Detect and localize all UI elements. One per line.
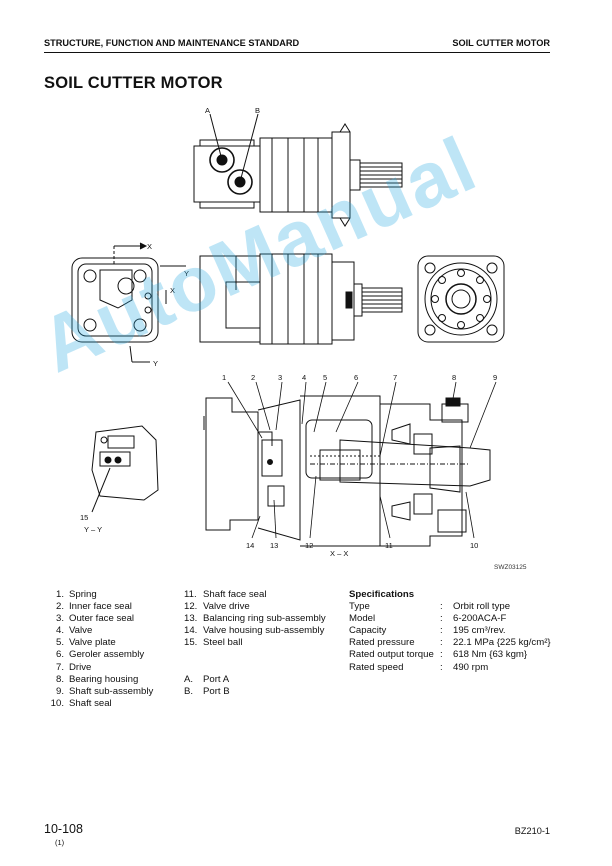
spec-row: Rated pressure:22.1 MPa {225 kg/cm²}	[349, 637, 551, 649]
callout-8: 8	[452, 373, 456, 382]
spec-row: Rated speed:490 rpm	[349, 661, 489, 673]
list-item: 13.Balancing ring sub-assembly	[184, 613, 326, 625]
list-item: 8.Bearing housing	[55, 673, 139, 685]
callout-11: 11	[385, 541, 393, 550]
list-item: 4.Valve	[55, 625, 93, 637]
parts-list-col2: 11.Shaft face seal 12.Valve drive 13.Bal…	[184, 589, 326, 698]
header-chapter-title: SOIL CUTTER MOTOR	[452, 38, 550, 48]
parts-list-col1: 1.Spring 2.Inner face seal 3.Outer face …	[48, 589, 154, 710]
shaft-end-view	[417, 255, 505, 343]
motor-drawing: A B X Y X Y	[71, 106, 527, 571]
page-title: SOIL CUTTER MOTOR	[44, 74, 223, 92]
section-y-label-top: Y	[184, 269, 189, 278]
callout-1: 1	[222, 373, 226, 382]
list-item: 9.Shaft sub-assembly	[55, 685, 154, 697]
section-y-label-bottom: Y	[153, 359, 158, 368]
callout-13: 13	[270, 541, 278, 550]
page-header: STRUCTURE, FUNCTION AND MAINTENANCE STAN…	[44, 38, 550, 53]
page-number: 10-108	[44, 822, 83, 836]
section-yy-view	[91, 425, 159, 513]
spec-row: Capacity:195 cm³/rev.	[349, 625, 506, 637]
drawing-code: SWZ03125	[494, 564, 527, 571]
side-view	[199, 253, 403, 345]
list-item: 3.Outer face seal	[55, 613, 135, 625]
callout-5: 5	[323, 373, 327, 382]
header-section-title: STRUCTURE, FUNCTION AND MAINTENANCE STAN…	[44, 38, 300, 48]
callout-4: 4	[302, 373, 306, 382]
list-item: 1.Spring	[55, 589, 97, 600]
section-yy-label: Y – Y	[84, 525, 102, 534]
list-item: 2.Inner face seal	[55, 601, 132, 613]
list-item: 7.Drive	[55, 661, 92, 673]
spec-row: Model:6-200ACA-F	[349, 613, 507, 625]
port-label-a: A	[205, 106, 210, 115]
port-item-a: A.Port A	[184, 673, 230, 685]
page-revision: (1)	[55, 838, 65, 847]
section-xx-view	[203, 395, 491, 547]
list-item: 6.Geroler assembly	[55, 649, 145, 661]
callout-7: 7	[393, 373, 397, 382]
section-xx-label: X – X	[330, 549, 348, 558]
callout-9: 9	[493, 373, 497, 382]
list-item: 15.Steel ball	[184, 637, 243, 649]
callout-6: 6	[354, 373, 358, 382]
list-item: 14.Valve housing sub-assembly	[184, 625, 325, 637]
port-item-b: B.Port B	[184, 685, 230, 697]
port-label-b: B	[255, 106, 260, 115]
section-x-label-side: X	[170, 286, 175, 295]
callout-2: 2	[251, 373, 255, 382]
callout-14: 14	[246, 541, 254, 550]
list-item: 10.Shaft seal	[50, 697, 112, 709]
list-item: 5.Valve plate	[55, 637, 116, 649]
callout-3: 3	[278, 373, 282, 382]
spec-row: Rated output torque:618 Nm {63 kgm}	[349, 649, 528, 661]
specifications: Specifications Type:Orbit roll type Mode…	[349, 589, 551, 674]
list-item: 11.Shaft face seal	[184, 589, 267, 600]
callout-leaders	[227, 381, 497, 539]
section-x-label-top: X	[147, 242, 152, 251]
model-code: BZ210-1	[514, 826, 550, 836]
callout-10: 10	[470, 541, 478, 550]
callout-15: 15	[80, 513, 88, 522]
list-item: 12.Valve drive	[184, 601, 250, 613]
callout-12: 12	[305, 541, 313, 550]
valve-end-view	[71, 242, 186, 363]
spec-row: Type:Orbit roll type	[349, 601, 511, 613]
specifications-heading: Specifications	[349, 589, 415, 600]
top-view	[193, 113, 403, 227]
